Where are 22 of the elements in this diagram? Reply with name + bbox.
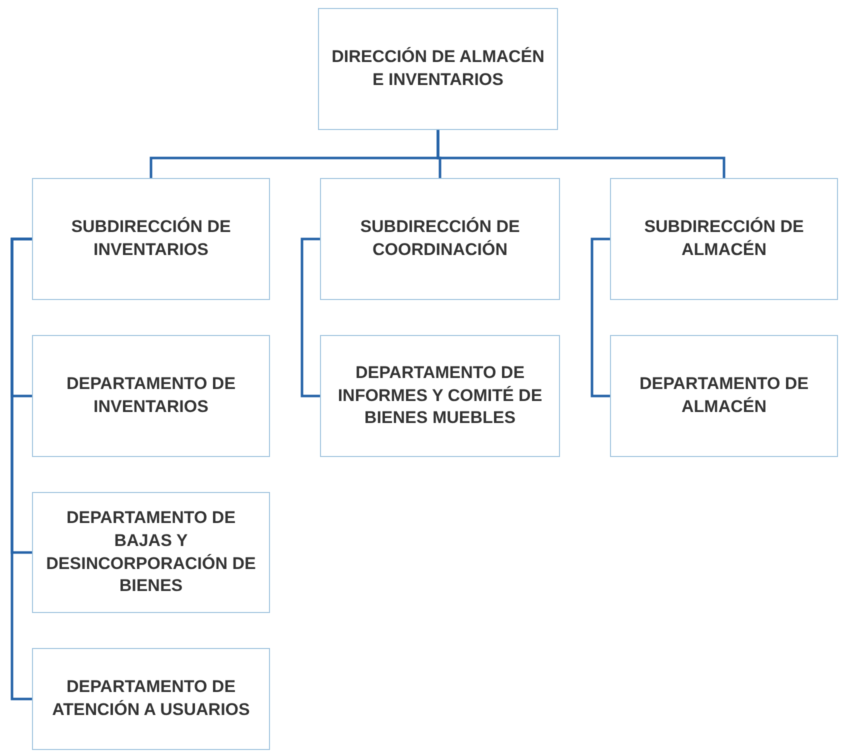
unit-name: DEPARTAMENTO DE INVENTARIOS bbox=[65, 373, 237, 418]
org-box bbox=[320, 335, 560, 457]
unit-name: SUBDIRECCIÓN DE COORDINACIÓN bbox=[359, 216, 521, 261]
unit-name: DIRECCIÓN DE ALMACÉN E INVENTARIOS bbox=[330, 46, 546, 91]
connector-line bbox=[10, 238, 32, 700]
org-box bbox=[32, 648, 270, 750]
unit-name: SUBDIRECCIÓN DE INVENTARIOS bbox=[70, 216, 232, 261]
org-box bbox=[320, 178, 560, 300]
unit-name: DEPARTAMENTO DE ALMACÉN bbox=[638, 373, 810, 418]
org-box bbox=[32, 492, 270, 613]
connector-line bbox=[436, 130, 726, 178]
org-box bbox=[318, 8, 558, 130]
unit-name: DEPARTAMENTO DE INFORMES Y COMITÉ DE BIENES MUEBLES bbox=[336, 362, 544, 430]
unit-name: DEPARTAMENTO DE BAJAS Y DESINCORPORACIÓN DE BIENES bbox=[45, 506, 257, 598]
connector-line bbox=[300, 238, 320, 398]
org-box bbox=[610, 178, 838, 300]
unit-name: SUBDIRECCIÓN DE ALMACÉN bbox=[643, 216, 805, 261]
connector-line bbox=[590, 238, 610, 398]
org-box bbox=[32, 178, 270, 300]
org-box bbox=[610, 335, 838, 457]
unit-name: DEPARTAMENTO DE ATENCIÓN A USUARIOS bbox=[51, 676, 251, 721]
org-box bbox=[32, 335, 270, 457]
